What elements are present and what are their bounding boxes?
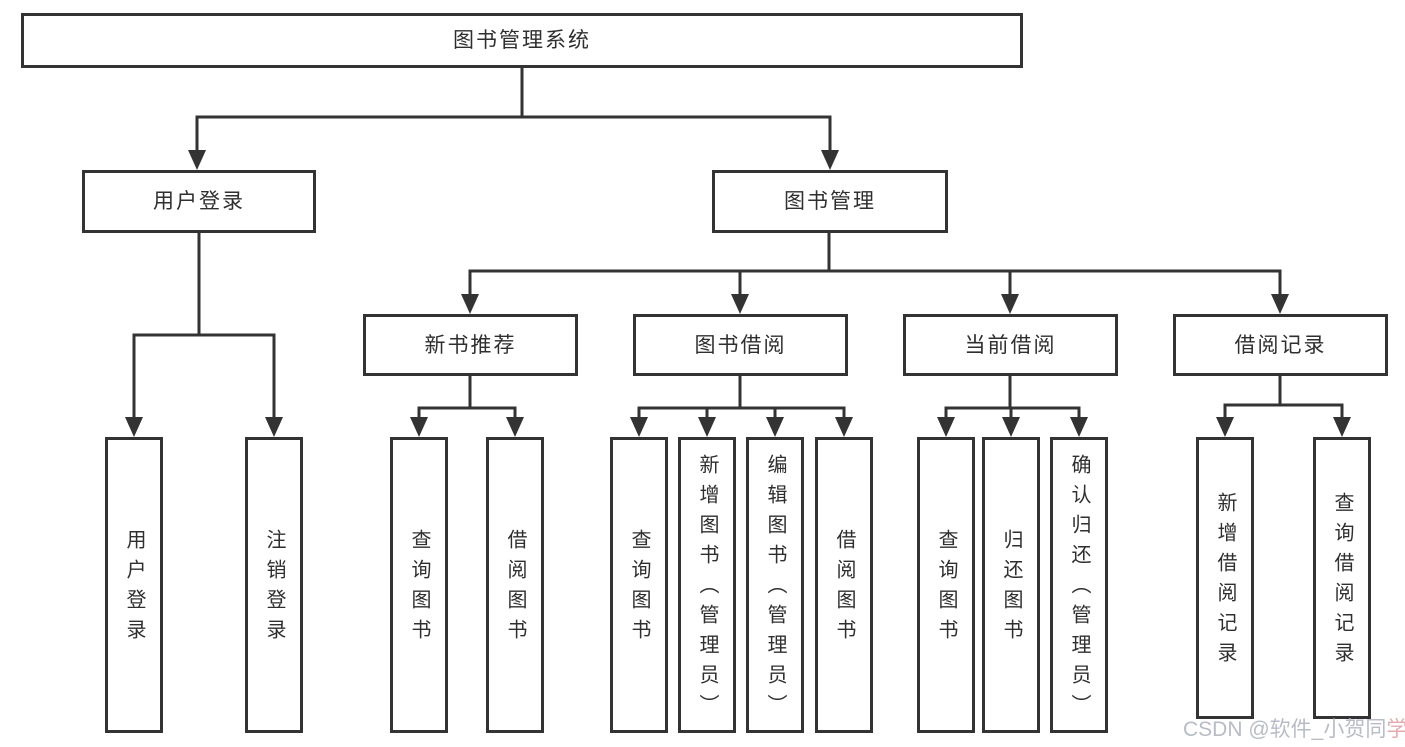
leaf-user-login: 用户登录 bbox=[105, 437, 163, 733]
node-label: 查询图书 bbox=[628, 529, 650, 649]
node-label: 查询图书 bbox=[935, 529, 957, 649]
leaf-br-add-record: 新增借阅记录 bbox=[1196, 437, 1254, 719]
node-label: 用户登录 bbox=[123, 529, 145, 649]
node-label: 借阅图书 bbox=[833, 529, 855, 649]
node-label: 借阅记录 bbox=[1234, 333, 1327, 357]
node-label: 图书管理系统 bbox=[453, 29, 591, 52]
leaf-br-query-record: 查询借阅记录 bbox=[1313, 437, 1371, 719]
node-label: 新书推荐 bbox=[424, 333, 517, 357]
csdn-watermark-text: CSDN @软件_小贺同 bbox=[1183, 718, 1387, 741]
leaf-nb-query-books: 查询图书 bbox=[390, 437, 448, 733]
node-label: 编辑图书（管理员） bbox=[764, 454, 786, 724]
leaf-logout-login: 注销登录 bbox=[245, 437, 303, 733]
leaf-bb-query-books: 查询图书 bbox=[610, 437, 668, 733]
leaf-nb-borrow-books: 借阅图书 bbox=[486, 437, 544, 733]
node-root-system: 图书管理系统 bbox=[21, 13, 1023, 68]
leaf-cb-return-books: 归还图书 bbox=[982, 437, 1040, 733]
node-label: 查询图书 bbox=[408, 529, 430, 649]
leaf-cb-confirm-return-admin: 确认归还（管理员） bbox=[1050, 437, 1108, 733]
csdn-watermark: CSDN @软件_小贺同学 bbox=[1183, 716, 1405, 743]
node-label: 图书借阅 bbox=[694, 333, 787, 357]
node-label: 确认归还（管理员） bbox=[1068, 454, 1090, 724]
node-label: 用户登录 bbox=[153, 190, 245, 213]
node-label: 借阅图书 bbox=[504, 529, 526, 649]
leaf-bb-borrow-books: 借阅图书 bbox=[815, 437, 873, 733]
node-label: 图书管理 bbox=[784, 190, 876, 213]
node-label: 当前借阅 bbox=[964, 333, 1057, 357]
node-label: 新增借阅记录 bbox=[1214, 492, 1236, 672]
node-user-login-branch: 用户登录 bbox=[82, 170, 316, 233]
csdn-watermark-accent: 学 bbox=[1386, 718, 1405, 741]
node-label: 新增图书（管理员） bbox=[696, 454, 718, 724]
node-new-book-recommend: 新书推荐 bbox=[363, 314, 578, 376]
node-label: 查询借阅记录 bbox=[1331, 492, 1353, 672]
node-book-management: 图书管理 bbox=[712, 170, 948, 233]
node-book-borrow: 图书借阅 bbox=[633, 314, 848, 376]
node-current-borrow: 当前借阅 bbox=[903, 314, 1118, 376]
leaf-bb-edit-books-admin: 编辑图书（管理员） bbox=[746, 437, 804, 733]
node-borrow-records: 借阅记录 bbox=[1173, 314, 1388, 376]
node-label: 归还图书 bbox=[1000, 529, 1022, 649]
node-label: 注销登录 bbox=[263, 529, 285, 649]
leaf-cb-query-books: 查询图书 bbox=[917, 437, 975, 733]
leaf-bb-add-books-admin: 新增图书（管理员） bbox=[678, 437, 736, 733]
